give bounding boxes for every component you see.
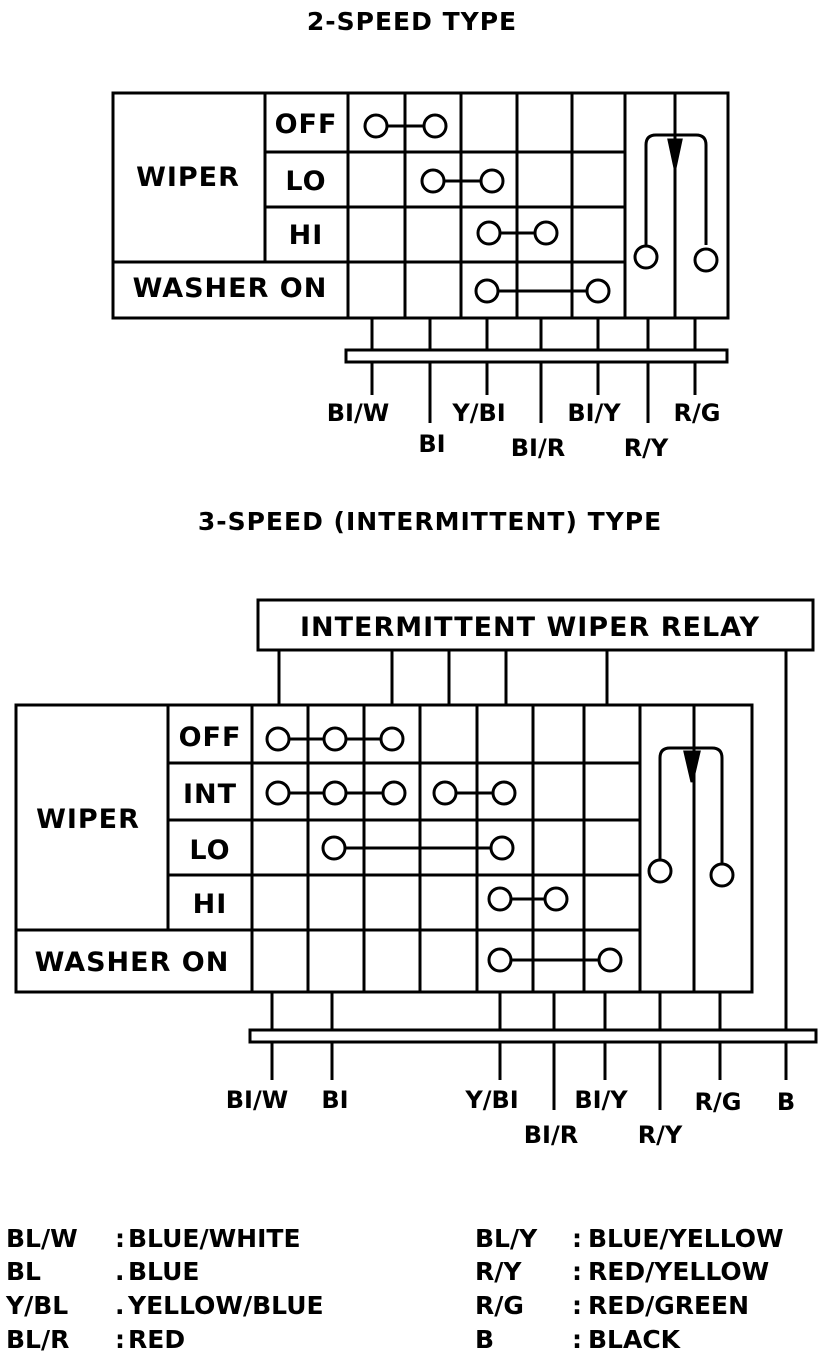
three-speed-wire-2: BI <box>321 1086 348 1114</box>
two-speed-wiper-label: WIPER <box>136 162 240 193</box>
legend-sep: : <box>572 1325 582 1354</box>
two-speed-wire-3: Y/BI <box>451 399 505 427</box>
three-speed-wire-1: BI/W <box>226 1086 288 1114</box>
two-speed-leads <box>370 318 697 423</box>
color-legend: BL/W : BLUE/WHITE BL . BLUE Y/BL . YELLO… <box>5 1224 784 1354</box>
two-speed-diagram: 2-SPEED TYPE WIPER OFF LO HI WASHER ON <box>111 7 730 462</box>
legend-name: BLUE <box>128 1257 199 1286</box>
two-speed-wire-2: BI <box>418 430 445 458</box>
two-speed-wire-1: BI/W <box>327 399 389 427</box>
legend-code: R/Y <box>475 1257 522 1286</box>
two-speed-row-off: OFF <box>275 109 338 140</box>
legend-sep: : <box>572 1291 582 1320</box>
legend-name: YELLOW/BLUE <box>127 1291 324 1320</box>
two-speed-washer-contact <box>633 133 719 273</box>
two-speed-connections <box>363 113 611 304</box>
legend-code: BL <box>6 1257 41 1286</box>
relay-box <box>256 598 815 652</box>
legend-code: BL/W <box>6 1224 78 1253</box>
two-speed-row-hi: HI <box>289 220 324 251</box>
three-speed-row-int: INT <box>183 779 237 810</box>
legend-name: BLACK <box>588 1325 682 1354</box>
two-speed-frame <box>111 91 730 320</box>
two-speed-row-lo: LO <box>285 166 326 197</box>
three-speed-washer-contact <box>647 746 735 888</box>
legend-sep: . <box>115 1257 125 1286</box>
legend-sep: : <box>115 1224 125 1253</box>
legend-code: B <box>475 1325 494 1354</box>
legend-name: BLUE/WHITE <box>128 1224 301 1253</box>
two-speed-connector <box>344 348 729 364</box>
two-speed-wire-5: BI/Y <box>567 399 621 427</box>
legend-sep: . <box>115 1291 125 1320</box>
legend-sep: : <box>572 1224 582 1253</box>
three-speed-row-off: OFF <box>179 722 242 753</box>
two-speed-washer-label: WASHER ON <box>133 273 328 304</box>
three-speed-wire-6: R/Y <box>638 1121 683 1149</box>
legend-code: BL/Y <box>475 1224 538 1253</box>
three-speed-wiper-label: WIPER <box>36 804 140 835</box>
three-speed-wire-7: R/G <box>695 1088 742 1116</box>
three-speed-washer-label: WASHER ON <box>35 947 230 978</box>
relay-label: INTERMITTENT WIPER RELAY <box>300 612 760 643</box>
three-speed-leads <box>270 992 788 1110</box>
legend-name: RED <box>128 1325 185 1354</box>
three-speed-wire-8: B <box>777 1088 795 1116</box>
three-speed-frame <box>14 703 754 994</box>
three-speed-wire-5: BI/Y <box>574 1086 628 1114</box>
relay-leads <box>277 650 788 1030</box>
three-speed-wire-4: BI/R <box>524 1121 578 1149</box>
legend-name: RED/YELLOW <box>588 1257 769 1286</box>
two-speed-wire-4: BI/R <box>511 434 565 462</box>
legend-sep: : <box>572 1257 582 1286</box>
three-speed-row-lo: LO <box>189 835 230 866</box>
legend-name: BLUE/YELLOW <box>588 1224 784 1253</box>
three-speed-title: 3-SPEED (INTERMITTENT) TYPE <box>198 507 662 536</box>
two-speed-title: 2-SPEED TYPE <box>307 7 517 36</box>
legend-code: R/G <box>475 1291 524 1320</box>
legend-code: Y/BL <box>5 1291 68 1320</box>
two-speed-wire-7: R/G <box>674 399 721 427</box>
two-speed-wire-6: R/Y <box>624 434 669 462</box>
three-speed-connections <box>265 726 623 973</box>
three-speed-connector <box>248 1028 818 1044</box>
three-speed-diagram: 3-SPEED (INTERMITTENT) TYPE INTERMITTENT… <box>14 507 818 1149</box>
legend-name: RED/GREEN <box>588 1291 749 1320</box>
three-speed-row-hi: HI <box>193 889 228 920</box>
three-speed-wire-3: Y/BI <box>464 1086 518 1114</box>
legend-sep: : <box>115 1325 125 1354</box>
legend-code: BL/R <box>6 1325 69 1354</box>
